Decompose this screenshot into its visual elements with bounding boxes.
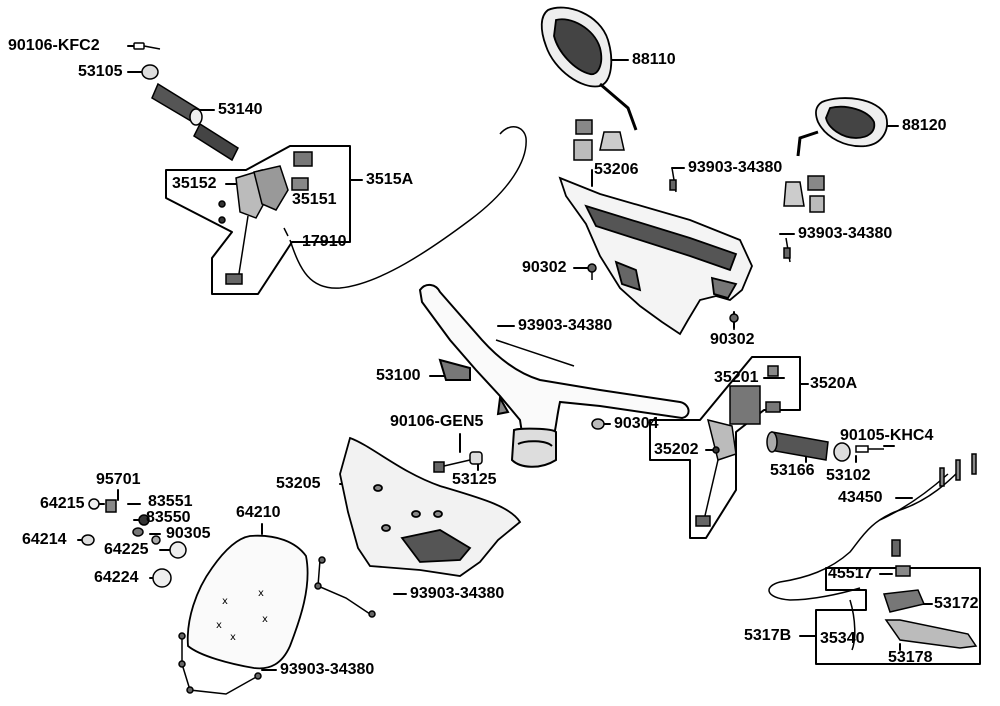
part-label-53125: 53125 bbox=[452, 471, 497, 488]
part-label-88120: 88120 bbox=[902, 117, 947, 134]
svg-text:x: x bbox=[258, 588, 264, 599]
part-label-3515a: 3515A bbox=[366, 171, 414, 188]
part-label-53166: 53166 bbox=[770, 462, 815, 479]
part-label-35151: 35151 bbox=[292, 191, 337, 208]
part-label-35340: 35340 bbox=[820, 630, 865, 647]
part-label-90302-bottom: 90302 bbox=[710, 331, 755, 348]
part-label-83551: 83551 bbox=[148, 493, 193, 510]
part-label-95701: 95701 bbox=[96, 471, 141, 488]
group-outline-5317b bbox=[815, 567, 981, 665]
group-outline-3520a bbox=[649, 356, 801, 539]
part-label-53102: 53102 bbox=[826, 467, 871, 484]
part-label-64224: 64224 bbox=[94, 569, 139, 586]
part-label-93903-34380-top: 93903-34380 bbox=[688, 159, 783, 176]
part-label-93903-34380-right: 93903-34380 bbox=[798, 225, 893, 242]
part-label-93903-34380-bottom: 93903-34380 bbox=[280, 661, 375, 678]
part-label-64225: 64225 bbox=[104, 541, 149, 558]
part-label-17910: 17910 bbox=[302, 233, 347, 250]
part-label-90105-khc4: 90105-KHC4 bbox=[840, 427, 934, 444]
part-label-5317b: 5317B bbox=[744, 627, 792, 644]
part-label-64210: 64210 bbox=[236, 504, 281, 521]
part-label-53206: 53206 bbox=[594, 161, 639, 178]
part-label-35201: 35201 bbox=[714, 369, 759, 386]
part-label-3520a: 3520A bbox=[810, 375, 858, 392]
part-label-45517: 45517 bbox=[828, 565, 873, 582]
svg-text:x: x bbox=[262, 614, 268, 625]
part-label-53105: 53105 bbox=[78, 63, 123, 80]
part-label-90302-left: 90302 bbox=[522, 259, 567, 276]
part-label-93903-34380-screen: 93903-34380 bbox=[410, 585, 505, 602]
svg-text:x: x bbox=[222, 596, 228, 607]
part-label-64215: 64215 bbox=[40, 495, 85, 512]
part-label-90106-gen5: 90106-GEN5 bbox=[390, 413, 484, 430]
part-label-53205: 53205 bbox=[276, 475, 321, 492]
part-label-53178: 53178 bbox=[888, 649, 933, 666]
part-label-35202: 35202 bbox=[654, 441, 699, 458]
part-label-88110: 88110 bbox=[632, 51, 676, 68]
part-label-43450: 43450 bbox=[838, 489, 883, 506]
svg-text:x: x bbox=[230, 632, 236, 643]
part-label-90106-kfc2: 90106-KFC2 bbox=[8, 37, 100, 54]
part-label-35152: 35152 bbox=[172, 175, 217, 192]
part-label-90304: 90304 bbox=[614, 415, 659, 432]
part-label-53140: 53140 bbox=[218, 101, 263, 118]
part-label-64214: 64214 bbox=[22, 531, 67, 548]
part-label-83550: 83550 bbox=[146, 509, 191, 526]
group-outline-3515a bbox=[165, 145, 351, 295]
part-label-53100: 53100 bbox=[376, 367, 421, 384]
part-label-90305: 90305 bbox=[166, 525, 211, 542]
svg-text:x: x bbox=[216, 620, 222, 631]
part-label-93903-34380-mid: 93903-34380 bbox=[518, 317, 613, 334]
part-label-53172: 53172 bbox=[934, 595, 979, 612]
